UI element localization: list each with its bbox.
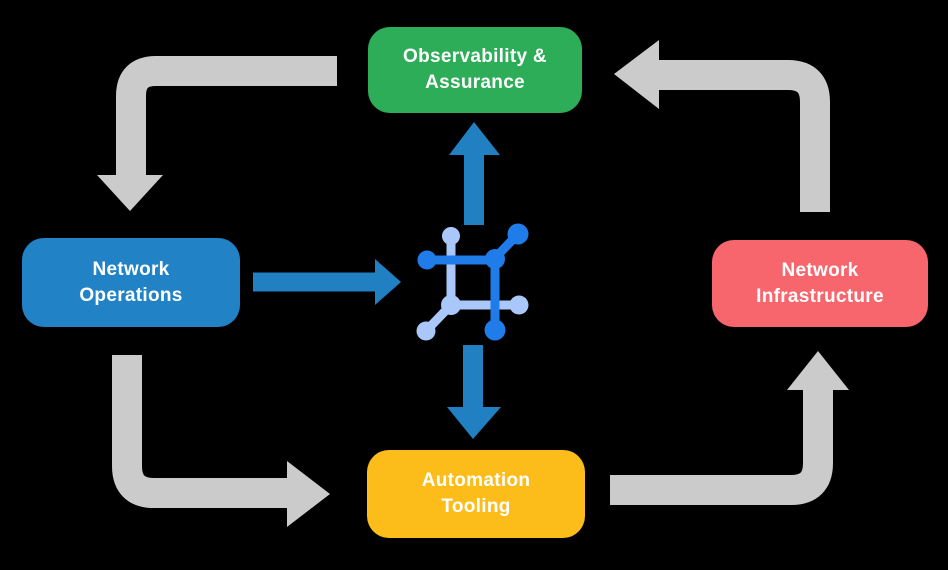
- node-label-line: Network: [92, 258, 170, 280]
- arrow-head: [614, 40, 659, 109]
- arrow-head: [375, 259, 401, 305]
- node-label-line: Operations: [79, 284, 183, 306]
- arrow-head: [447, 407, 501, 439]
- arrow-operations-to-automation: [112, 355, 330, 527]
- node-observability-assurance: Observability & Assurance: [368, 27, 582, 113]
- mesh-joint-top-right-corner: [485, 249, 505, 269]
- mesh-node-bottom-left: [416, 321, 436, 341]
- arrow-shaft: [116, 56, 337, 176]
- node-label-line: Observability &: [403, 46, 547, 67]
- arrow-head: [449, 122, 500, 155]
- mesh-joint-bottom-left-corner: [441, 295, 461, 315]
- node-label-line: Infrastructure: [756, 285, 884, 307]
- mesh-node-top-right: [507, 223, 529, 245]
- node-label-line: Automation: [421, 470, 531, 491]
- arrow-center-to-automation: [447, 345, 501, 439]
- mesh-node-top-stub: [442, 227, 460, 245]
- node-automation-tooling: Automation Tooling: [367, 450, 585, 538]
- arrow-shaft: [658, 60, 830, 212]
- arrow-head: [287, 461, 330, 527]
- mesh-node-left-stub: [417, 250, 437, 270]
- node-network-infrastructure: Network Infrastructure: [712, 240, 928, 327]
- arrow-shaft: [610, 389, 833, 505]
- arrow-observability-to-operations: [97, 56, 337, 211]
- arrow-head: [97, 175, 163, 211]
- node-label-line: Network: [781, 259, 859, 281]
- mesh-node-right-stub: [509, 295, 529, 315]
- mesh-dark-lines: [417, 223, 529, 341]
- node-label-line: Assurance: [425, 72, 525, 93]
- arrow-infrastructure-to-observability: [614, 40, 830, 212]
- node-network-operations: Network Operations: [22, 238, 240, 327]
- arrow-head: [787, 351, 849, 390]
- node-label-line: Tooling: [441, 496, 511, 517]
- arrow-operations-to-center: [253, 259, 401, 305]
- network-mesh-icon: [416, 223, 529, 341]
- mesh-node-bottom-stub: [484, 319, 506, 341]
- arrow-shaft: [112, 355, 288, 508]
- arrow-center-to-observability: [449, 122, 500, 225]
- arrow-automation-to-infrastructure: [610, 351, 849, 505]
